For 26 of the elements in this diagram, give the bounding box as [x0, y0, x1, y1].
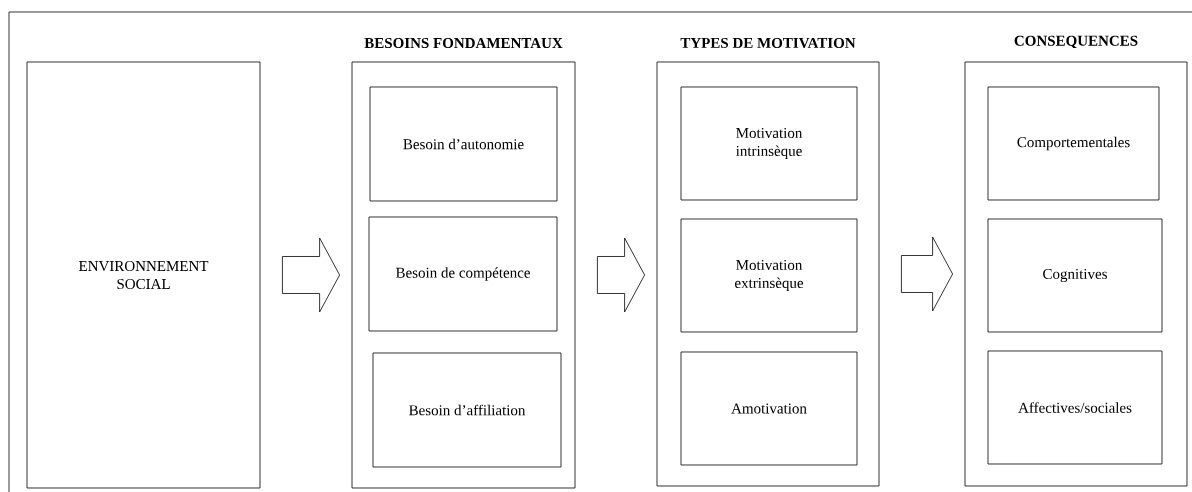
text-box: [987, 86, 1160, 201]
box-text: Amotivation: [731, 403, 807, 414]
text-box: [680, 218, 858, 333]
box-text: Affectives/sociales: [1018, 402, 1132, 413]
text-box: [369, 86, 558, 202]
text-box: [368, 216, 558, 332]
text-box: [987, 218, 1163, 333]
block-arrow: [282, 237, 340, 313]
box-text: Motivation intrinsèque: [736, 127, 803, 160]
text-box: [680, 86, 858, 201]
block-arrow: [597, 237, 645, 313]
text-box: [987, 350, 1163, 465]
box-text: ENVIRONNEMENT SOCIAL: [78, 260, 209, 290]
block-arrow: [901, 236, 953, 312]
box-text: Besoin d’autonomie: [403, 138, 524, 150]
box-text: Cognitives: [1043, 268, 1107, 283]
box-text: Motivation extrinsèque: [735, 259, 804, 292]
column-heading: CONSEQUENCES: [1014, 35, 1138, 49]
text-box: [26, 61, 261, 489]
box-text: Comportementales: [1017, 136, 1130, 151]
text-box: [680, 351, 858, 466]
column-heading: TYPES DE MOTIVATION: [680, 37, 856, 49]
column-heading: BESOINS FONDAMENTAUX: [364, 38, 563, 49]
box-text: Besoin de compétence: [395, 267, 530, 281]
text-box: [372, 352, 562, 468]
box-text: Besoin d’affiliation: [409, 404, 526, 416]
